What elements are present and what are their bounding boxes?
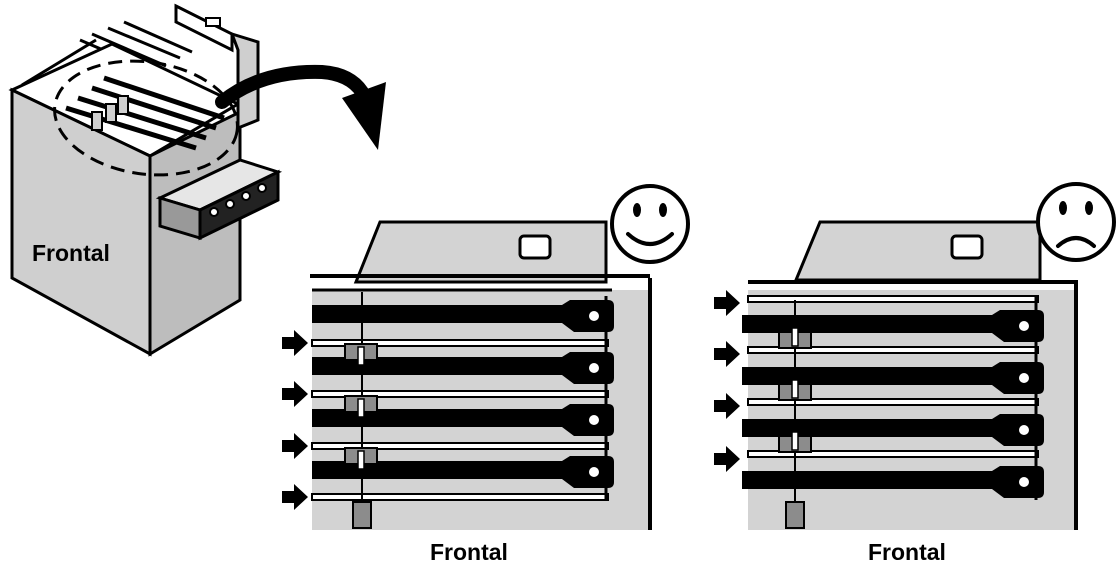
curved-arrow-icon (215, 64, 386, 150)
happy-face-icon (610, 184, 690, 264)
right-arrow-icon (714, 290, 740, 472)
iso-frontal-label: Frontal (32, 240, 110, 266)
correct-frontal-label: Frontal (430, 539, 508, 565)
sad-face-icon (1036, 182, 1116, 262)
isometric-unit (8, 3, 283, 357)
incorrect-frontal-label: Frontal (868, 539, 946, 565)
right-arrow-icon (282, 330, 308, 510)
incorrect-installation-panel (714, 182, 1116, 530)
correct-installation-panel (282, 184, 690, 530)
